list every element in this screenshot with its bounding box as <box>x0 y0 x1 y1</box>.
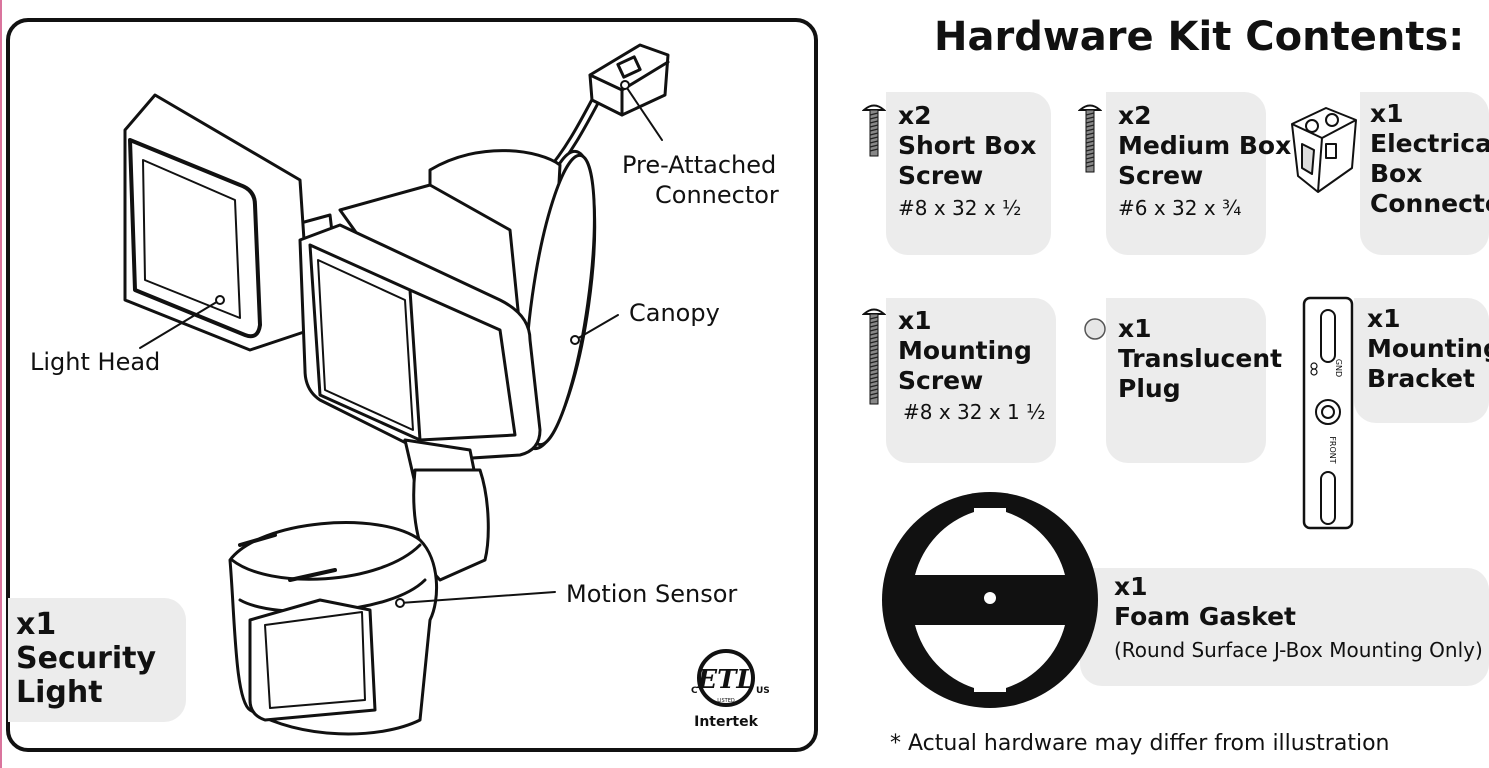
svg-text:LISTED: LISTED <box>717 698 735 704</box>
short-screw-qty: x2 <box>898 101 932 130</box>
medium-box-screw-card <box>1106 92 1266 255</box>
medium-screw-icon <box>1078 104 1102 173</box>
medium-screw-qty: x2 <box>1118 101 1152 130</box>
short-screw-name: Short Box <box>898 131 1037 160</box>
svg-text:GND: GND <box>1334 359 1343 377</box>
short-screw-name-line2: Screw <box>898 161 984 190</box>
short-screw-icon <box>862 104 886 157</box>
canopy-label: Canopy <box>629 299 720 327</box>
svg-text:Intertek: Intertek <box>694 714 758 730</box>
foam-gasket-icon <box>882 492 1098 708</box>
mounting-bracket-qty: x1 <box>1367 304 1401 333</box>
translucent-plug-name: Translucent <box>1118 344 1283 373</box>
mounting-screw-name: Mounting <box>898 336 1032 365</box>
footnote: * Actual hardware may differ from illust… <box>890 731 1390 756</box>
motion-sensor-label: Motion Sensor <box>566 580 738 608</box>
svg-text:FRONT: FRONT <box>1328 436 1337 463</box>
translucent-plug-icon <box>1084 318 1106 340</box>
translucent-plug-card <box>1106 298 1266 463</box>
short-box-screw-card <box>886 92 1051 255</box>
electrical-connector-name-line3: Connector <box>1370 189 1489 218</box>
mounting-bracket-name: Mounting <box>1367 334 1489 363</box>
electrical-connector-qty: x1 <box>1370 99 1404 128</box>
electrical-box-connector-icon <box>1291 107 1357 193</box>
mounting-bracket-name-line2: Bracket <box>1367 364 1475 393</box>
svg-text:C: C <box>691 686 698 696</box>
electrical-connector-name: Electrical <box>1370 129 1489 158</box>
page-title: Hardware Kit Contents: <box>934 14 1465 60</box>
medium-screw-name: Medium Box <box>1118 131 1292 160</box>
electrical-box-connector-card <box>1360 92 1489 255</box>
foam-gasket-card <box>1080 568 1489 686</box>
mounting-screw-spec: #8 x 32 x 1 ½ <box>903 400 1046 424</box>
medium-screw-spec: #6 x 32 x ¾ <box>1118 196 1242 220</box>
foam-gasket-qty: x1 <box>1114 572 1148 601</box>
medium-screw-name-line2: Screw <box>1118 161 1204 190</box>
short-screw-spec: #8 x 32 x ½ <box>898 196 1022 220</box>
etl-listed-logo: ETL C US LISTED Intertek <box>691 649 770 730</box>
security-light-illustration <box>123 43 670 736</box>
product-qty: x1 <box>16 607 57 642</box>
translucent-plug-qty: x1 <box>1118 314 1152 343</box>
mounting-screw-qty: x1 <box>898 306 932 335</box>
security-light-panel <box>6 18 818 752</box>
mounting-bracket-card <box>1354 298 1489 423</box>
page-edge-mark <box>0 0 2 768</box>
connector-label-line2: Connector <box>655 181 779 209</box>
product-name-line2: Light <box>16 675 103 710</box>
mounting-bracket-icon: GND FRONT <box>1302 296 1354 530</box>
svg-text:ETL: ETL <box>696 665 754 695</box>
svg-text:US: US <box>756 686 770 696</box>
mounting-screw-card <box>886 298 1056 463</box>
translucent-plug-name-line2: Plug <box>1118 374 1181 403</box>
product-label-card <box>8 598 186 722</box>
product-name-line1: Security <box>16 641 157 676</box>
mounting-screw-icon <box>862 308 886 405</box>
foam-gasket-name: Foam Gasket <box>1114 602 1296 631</box>
connector-label: Pre-Attached <box>622 151 777 179</box>
mounting-screw-name-line2: Screw <box>898 366 984 395</box>
foam-gasket-note: (Round Surface J-Box Mounting Only) <box>1114 638 1483 662</box>
light-head-label: Light Head <box>30 348 161 376</box>
electrical-connector-name-line2: Box <box>1370 159 1423 188</box>
